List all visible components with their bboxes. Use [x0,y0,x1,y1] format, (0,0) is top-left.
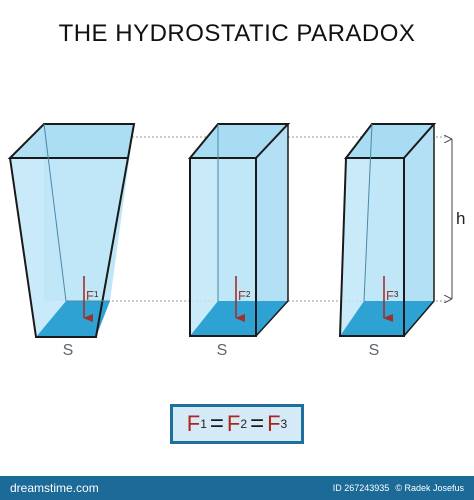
vessel-3: F3 S [338,123,437,359]
vessel-3-area-label: S [369,342,380,359]
diagram-title: THE HYDROSTATIC PARADOX [58,20,416,47]
vessel-3-outline [338,123,437,337]
stock-footer-bar: dreamstime.com ID 267243935 © Radek Jose… [0,476,474,500]
vessel-3-water-body [340,158,404,336]
copyright-text: © Radek Josefus [395,483,464,493]
vessel-3-hidden-edge [363,123,373,302]
vessel-2-area-label: S [217,342,228,359]
vessel-1-area-label: S [63,342,74,359]
formula-f1: F [186,411,201,436]
image-credits: ID 267243935 © Radek Josefus [333,483,464,493]
formula-f1-index: 1 [200,417,207,431]
vessel-2: F2 S [187,123,291,359]
vessel-1-water-top [10,124,134,158]
vessel-2-outline [187,123,291,337]
formula-equals-1: = [209,410,224,437]
vessel-3-right-side [404,124,434,336]
vessel-1-hidden-edge [43,123,67,302]
vessel-1-water-body [10,158,128,337]
formula-f2: F [226,411,241,436]
vessel-3-water-top [346,124,434,158]
formula-f2-index: 2 [240,417,248,431]
height-dimension: h [452,139,465,299]
vessel-3-force-label: F3 [386,288,399,303]
formula-f3: F [267,411,281,436]
vessel-1-outline [7,123,136,338]
vessel-2-right-edge [255,124,289,337]
vessel-1: F1 S [7,123,136,359]
vessel-2-water-body [190,158,256,336]
vessel-3-right-edge [403,124,435,337]
height-label: h [456,209,465,228]
vessel-1-force-label: F1 [86,288,99,303]
vessel-2-force-label: F2 [238,288,251,303]
formula-equals-2: = [250,410,265,437]
vessel-2-right-side [256,124,288,336]
image-id: ID 267243935 [332,483,390,493]
formula-f3-index: 3 [280,417,288,431]
watermark-text: dreamstime.com [10,481,99,495]
vessel-1-bottom-water [36,301,110,337]
